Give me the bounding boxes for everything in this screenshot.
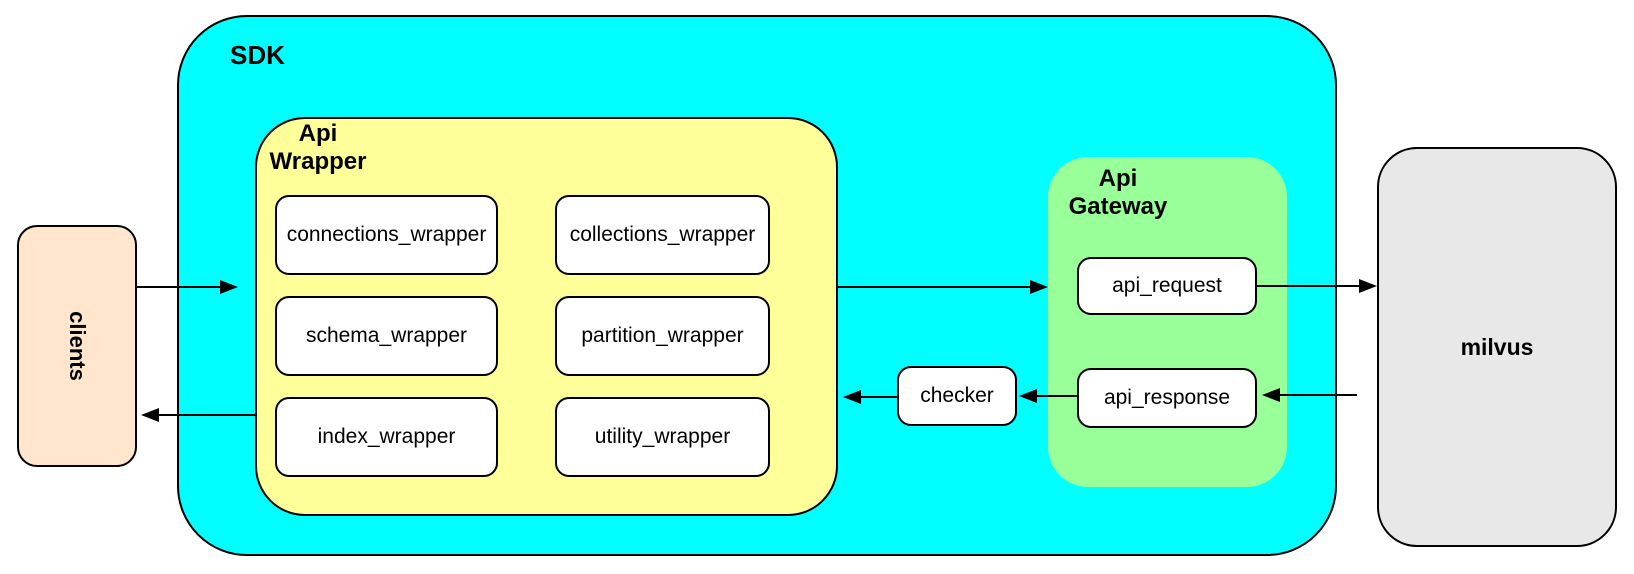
api-response-node: api_response	[1077, 368, 1257, 428]
api-gateway-label: Api Gateway	[1068, 165, 1168, 220]
api-request-node: api_request	[1077, 257, 1257, 315]
schema-wrapper-node: schema_wrapper	[275, 296, 498, 376]
sdk-label: SDK	[230, 40, 285, 70]
partition-wrapper-node: partition_wrapper	[555, 296, 770, 376]
connections-wrapper-node: connections_wrapper	[275, 195, 498, 275]
milvus-node: milvus	[1377, 147, 1617, 547]
utility-wrapper-node: utility_wrapper	[555, 397, 770, 477]
api-gateway-container	[1048, 157, 1287, 487]
index-wrapper-node: index_wrapper	[275, 397, 498, 477]
checker-node: checker	[897, 366, 1017, 426]
api-wrapper-label: Api Wrapper	[269, 120, 367, 175]
clients-label: clients	[64, 311, 90, 381]
collections-wrapper-node: collections_wrapper	[555, 195, 770, 275]
clients-node: clients	[17, 225, 137, 467]
